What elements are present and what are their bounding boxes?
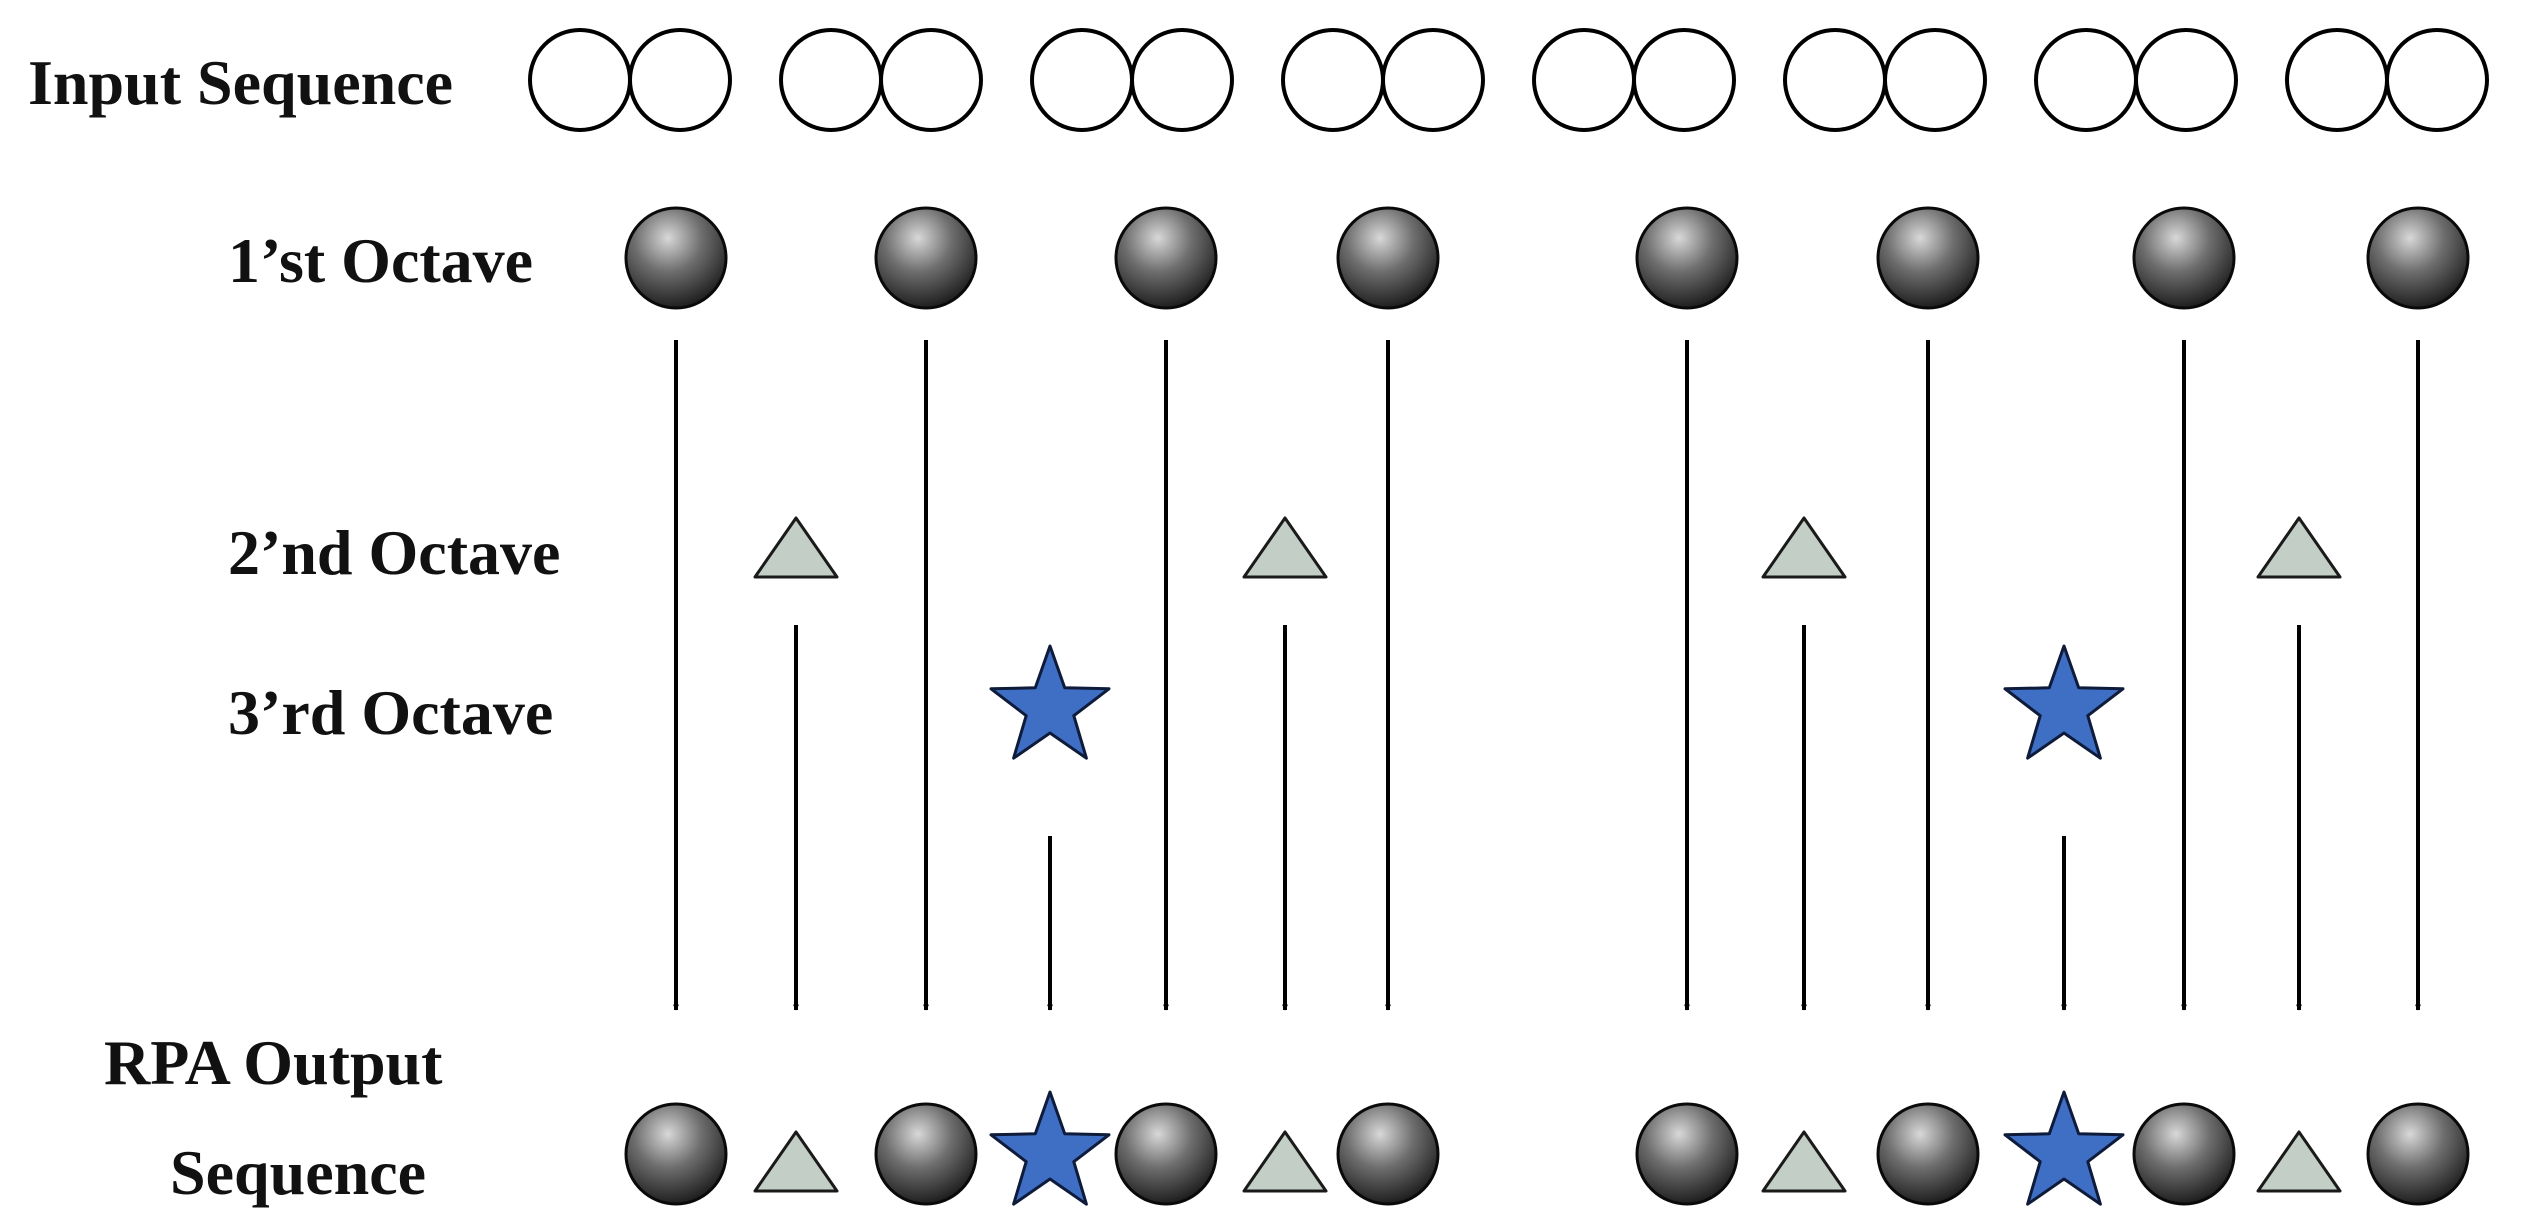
second-octave-triangle bbox=[1761, 516, 1847, 579]
output-sphere bbox=[2366, 1102, 2470, 1206]
label-third-octave: 3’rd Octave bbox=[228, 677, 553, 748]
third-octave-star bbox=[2003, 644, 2125, 760]
output-sequence-row bbox=[624, 1090, 2470, 1206]
first-octave-sphere bbox=[2366, 206, 2470, 310]
input-sequence-row bbox=[528, 28, 2489, 132]
input-circle bbox=[1532, 28, 1636, 132]
third-octave-star bbox=[989, 644, 1111, 760]
output-sphere bbox=[874, 1102, 978, 1206]
input-circle bbox=[528, 28, 632, 132]
label-input-sequence: Input Sequence bbox=[28, 47, 453, 118]
input-circle bbox=[2134, 28, 2238, 132]
first-octave-sphere bbox=[1876, 206, 1980, 310]
output-sphere bbox=[624, 1102, 728, 1206]
input-circle bbox=[1381, 28, 1485, 132]
output-star bbox=[989, 1090, 1111, 1206]
output-triangle bbox=[1242, 1130, 1328, 1193]
input-circle bbox=[2034, 28, 2138, 132]
second-octave-row bbox=[753, 516, 2342, 579]
input-circle bbox=[879, 28, 983, 132]
first-octave-sphere bbox=[2132, 206, 2236, 310]
first-octave-sphere bbox=[624, 206, 728, 310]
input-circle bbox=[1281, 28, 1385, 132]
output-star bbox=[2003, 1090, 2125, 1206]
first-octave-sphere bbox=[1635, 206, 1739, 310]
label-output-sequence: Sequence bbox=[170, 1137, 426, 1208]
label-first-octave: 1’st Octave bbox=[228, 225, 533, 296]
output-sphere bbox=[1336, 1102, 1440, 1206]
first-octave-sphere bbox=[1114, 206, 1218, 310]
label-second-octave: 2’nd Octave bbox=[228, 517, 560, 588]
first-octave-sphere bbox=[1336, 206, 1440, 310]
output-triangle bbox=[753, 1130, 839, 1193]
third-octave-row bbox=[989, 644, 2125, 760]
output-triangle bbox=[1761, 1130, 1847, 1193]
input-circle bbox=[2385, 28, 2489, 132]
second-octave-triangle bbox=[1242, 516, 1328, 579]
first-octave-row bbox=[624, 206, 2470, 310]
output-triangle bbox=[2256, 1130, 2342, 1193]
input-circle bbox=[1632, 28, 1736, 132]
input-circle bbox=[779, 28, 883, 132]
output-sphere bbox=[1114, 1102, 1218, 1206]
label-rpa-output: RPA Output bbox=[104, 1027, 443, 1098]
input-circle bbox=[1883, 28, 1987, 132]
input-circle bbox=[1783, 28, 1887, 132]
input-circle bbox=[1030, 28, 1134, 132]
input-circle bbox=[1130, 28, 1234, 132]
second-octave-triangle bbox=[2256, 516, 2342, 579]
input-circle bbox=[2285, 28, 2389, 132]
output-sphere bbox=[1876, 1102, 1980, 1206]
output-sphere bbox=[1635, 1102, 1739, 1206]
arrows-layer bbox=[673, 340, 2421, 1011]
output-sphere bbox=[2132, 1102, 2236, 1206]
first-octave-sphere bbox=[874, 206, 978, 310]
second-octave-triangle bbox=[753, 516, 839, 579]
input-circle bbox=[628, 28, 732, 132]
